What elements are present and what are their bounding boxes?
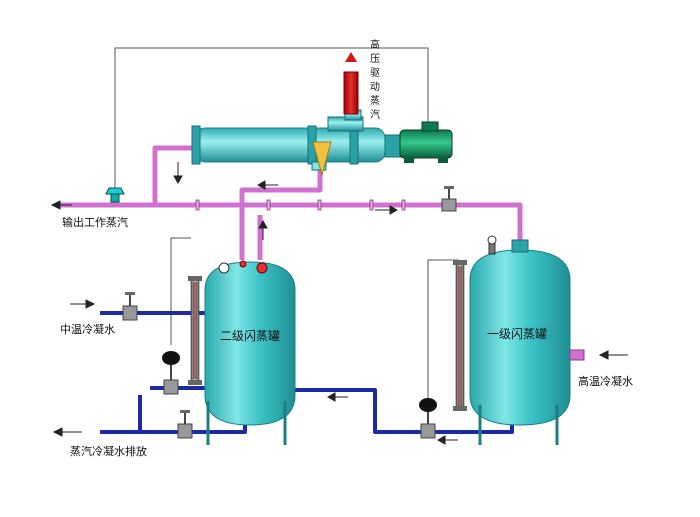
output-steam-label: 输出工作蒸汽	[62, 215, 128, 229]
secondary-flash-tank	[188, 260, 296, 445]
drive-steam-char: 蒸	[370, 95, 380, 107]
drive-steam-char: 高	[370, 38, 380, 51]
steam-pipe-flanges	[195, 199, 406, 211]
steam-valve-right	[441, 186, 457, 212]
primary-tank-label: 一级闪蒸罐	[487, 327, 547, 341]
drive-steam-label: 高 压 驱 动 蒸 汽	[370, 38, 380, 121]
drain-valve	[177, 410, 193, 439]
mid-temp-water-label: 中温冷凝水	[60, 322, 115, 336]
control-valve-right	[419, 398, 437, 439]
drive-steam-char: 压	[370, 53, 380, 65]
motor	[399, 121, 453, 163]
high-temp-water-label: 高温冷凝水	[578, 374, 633, 388]
drive-steam-char: 动	[370, 81, 380, 93]
secondary-tank-label: 二级闪蒸罐	[220, 329, 280, 343]
control-valve-left	[162, 351, 180, 395]
water-pipes	[100, 311, 514, 434]
drive-steam-char: 汽	[370, 108, 380, 121]
steam-pipes	[60, 145, 523, 260]
pressure-valve-left	[105, 187, 125, 203]
drive-steam-char: 驱	[370, 67, 380, 79]
control-lines	[114, 47, 458, 410]
primary-flash-tank	[453, 235, 585, 445]
inlet-valve-mid-temp	[122, 292, 138, 321]
drive-steam-pipe	[343, 52, 359, 115]
flow-arrows	[50, 162, 628, 445]
condensate-drain-label: 蒸汽冷凝水排放	[70, 444, 147, 458]
